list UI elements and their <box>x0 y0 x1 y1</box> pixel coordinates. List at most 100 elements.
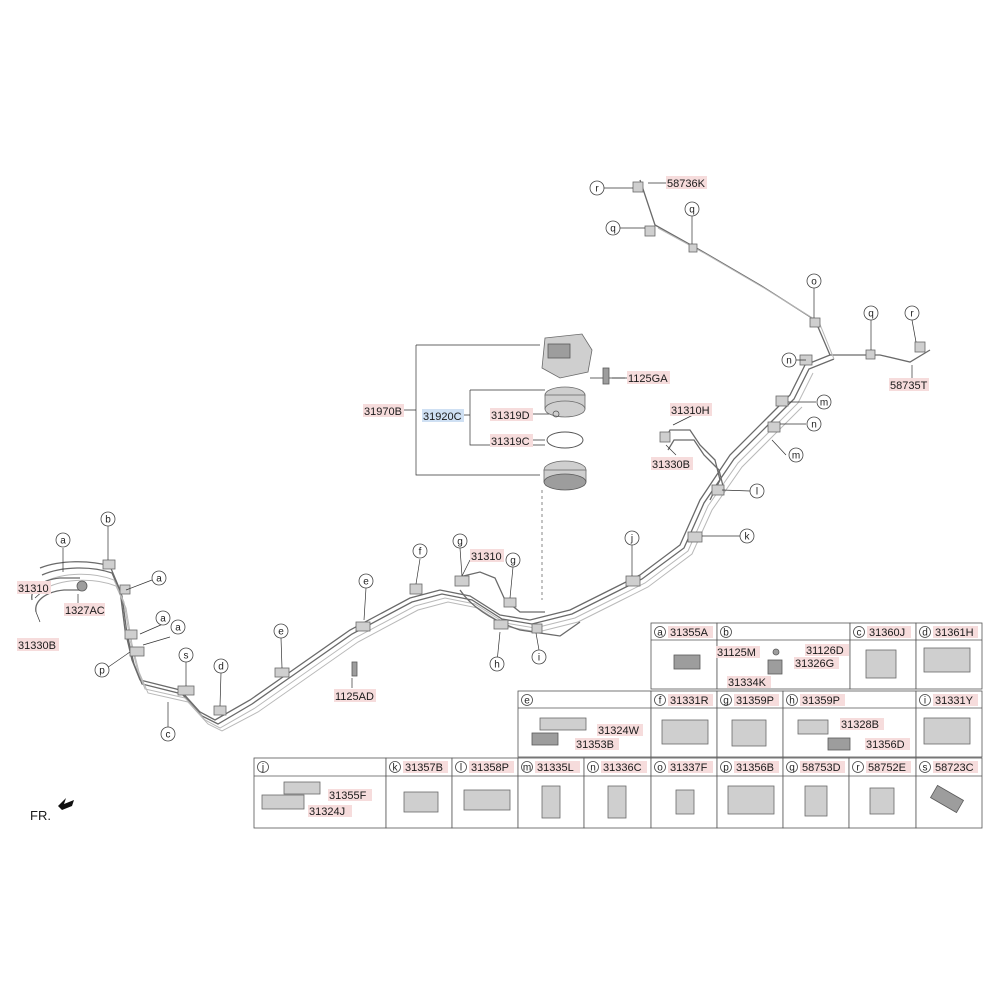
callout-f: f <box>412 543 428 559</box>
clip-31355F-icon <box>283 781 321 795</box>
label-1125AD: 1125AD <box>335 691 374 703</box>
clip-e-left <box>274 667 290 678</box>
clip-m-lower <box>767 421 781 433</box>
legend-cell-f: f 31331R <box>654 694 713 745</box>
svg-text:o: o <box>811 277 817 288</box>
svg-text:k: k <box>745 532 751 543</box>
svg-text:p: p <box>723 763 729 774</box>
svg-text:c: c <box>166 730 171 741</box>
svg-text:a: a <box>60 536 66 547</box>
callout-s: s <box>178 647 194 663</box>
callout-q-upper: q <box>684 201 700 217</box>
svg-text:58753D: 58753D <box>802 762 841 774</box>
bolt-1125AD <box>351 661 358 677</box>
svg-text:g: g <box>510 556 516 567</box>
clip-h <box>493 619 509 630</box>
callout-b: b <box>100 511 116 527</box>
svg-text:31357B: 31357B <box>405 762 443 774</box>
svg-text:q: q <box>868 309 874 320</box>
callout-a-low2: a <box>170 619 186 635</box>
callout-r-top: r <box>589 180 605 196</box>
svg-text:m: m <box>523 763 531 774</box>
clip-i <box>531 623 543 634</box>
legend-cell-l: l 31358P <box>455 761 514 811</box>
callout-r-right: r <box>904 305 920 321</box>
svg-text:d: d <box>218 662 224 673</box>
callout-i: i <box>531 649 547 665</box>
svg-text:q: q <box>689 205 695 216</box>
callout-n-upper: n <box>781 352 797 368</box>
clip-q-left <box>644 225 656 237</box>
clip-q-upper <box>688 243 698 253</box>
o-ring-large <box>546 431 584 449</box>
bolt-1327AC <box>76 580 88 592</box>
callout-m-lower: m <box>788 447 804 463</box>
svg-text:l: l <box>756 487 758 498</box>
svg-text:31334K: 31334K <box>728 677 767 689</box>
label-31970B: 31970B <box>364 406 402 418</box>
svg-text:31353B: 31353B <box>576 739 614 751</box>
clip-31356B-icon <box>727 785 775 815</box>
front-direction-indicator: FR. <box>30 798 74 823</box>
callout-a-top: a <box>55 532 71 548</box>
label-31330B-left: 31330B <box>18 640 56 652</box>
callout-e-right: e <box>358 573 374 589</box>
callout-o: o <box>806 273 822 289</box>
svg-text:p: p <box>99 666 105 677</box>
legend-cell-s: s 58723C <box>919 761 978 814</box>
filter-bowl-bottom <box>543 473 587 491</box>
bolt-1125GA <box>602 367 610 385</box>
callout-g-right: g <box>505 552 521 568</box>
legend-row-1: a 31355A b 31125M 31126D 31326G 31334K c… <box>650 622 983 690</box>
svg-text:a: a <box>175 623 181 634</box>
svg-text:31331R: 31331R <box>670 695 709 707</box>
legend-cell-e: e 31324W 31353B <box>521 694 643 751</box>
svg-text:s: s <box>184 651 189 662</box>
callout-j: j <box>624 530 640 546</box>
legend-row-2: e 31324W 31353B f 31331R g 31359P h 3135… <box>517 690 983 758</box>
clip-31331Y-icon <box>923 717 971 745</box>
callout-d: d <box>213 658 229 674</box>
clip-31357B-icon <box>403 791 439 813</box>
callout-m-upper: m <box>816 394 832 410</box>
svg-text:31359P: 31359P <box>802 695 840 707</box>
callout-q-left: q <box>605 220 621 236</box>
connector-31310H <box>659 431 671 443</box>
clip-31359P-icon <box>731 719 767 747</box>
svg-text:r: r <box>856 763 860 774</box>
legend-cell-g: g 31359P <box>720 694 779 747</box>
label-31310-center: 31310 <box>471 551 502 563</box>
svg-text:31359P: 31359P <box>736 695 774 707</box>
svg-text:e: e <box>524 696 530 707</box>
svg-text:a: a <box>156 574 162 585</box>
svg-text:31356B: 31356B <box>736 762 774 774</box>
callout-a-low1: a <box>155 610 171 626</box>
clip-k <box>687 531 703 543</box>
clip-p <box>129 646 145 657</box>
svg-text:31326G: 31326G <box>795 658 834 670</box>
svg-text:h: h <box>494 660 500 671</box>
svg-text:n: n <box>811 420 817 431</box>
front-label: FR. <box>30 808 51 823</box>
connector-58735T <box>914 341 926 353</box>
legend-cell-h: h 31359P 31328B 31356D <box>786 694 910 751</box>
clip-a-lower <box>124 629 138 640</box>
clip-58752E-icon <box>869 787 895 815</box>
svg-text:i: i <box>538 653 540 664</box>
clip-31328B-icon <box>797 719 829 735</box>
svg-text:q: q <box>789 763 795 774</box>
callout-c: c <box>160 726 176 742</box>
legend-cell-k: k 31357B <box>389 761 448 813</box>
clip-58723C-icon <box>929 784 965 814</box>
svg-text:31337F: 31337F <box>670 762 708 774</box>
svg-text:31355F: 31355F <box>329 790 367 802</box>
part-labels: 58736K 58735T 1125GA 31970B 31920C 31319… <box>17 176 929 703</box>
svg-text:s: s <box>923 763 928 774</box>
svg-text:f: f <box>659 696 662 707</box>
legend-cell-o: o 31337F <box>654 761 713 815</box>
callout-circles: r q q o q r n m n m l k j i h g g f e e … <box>55 180 920 742</box>
tube-clips <box>76 181 926 716</box>
legend-cell-p: p 31356B <box>720 761 779 815</box>
svg-text:31125M: 31125M <box>717 647 756 659</box>
